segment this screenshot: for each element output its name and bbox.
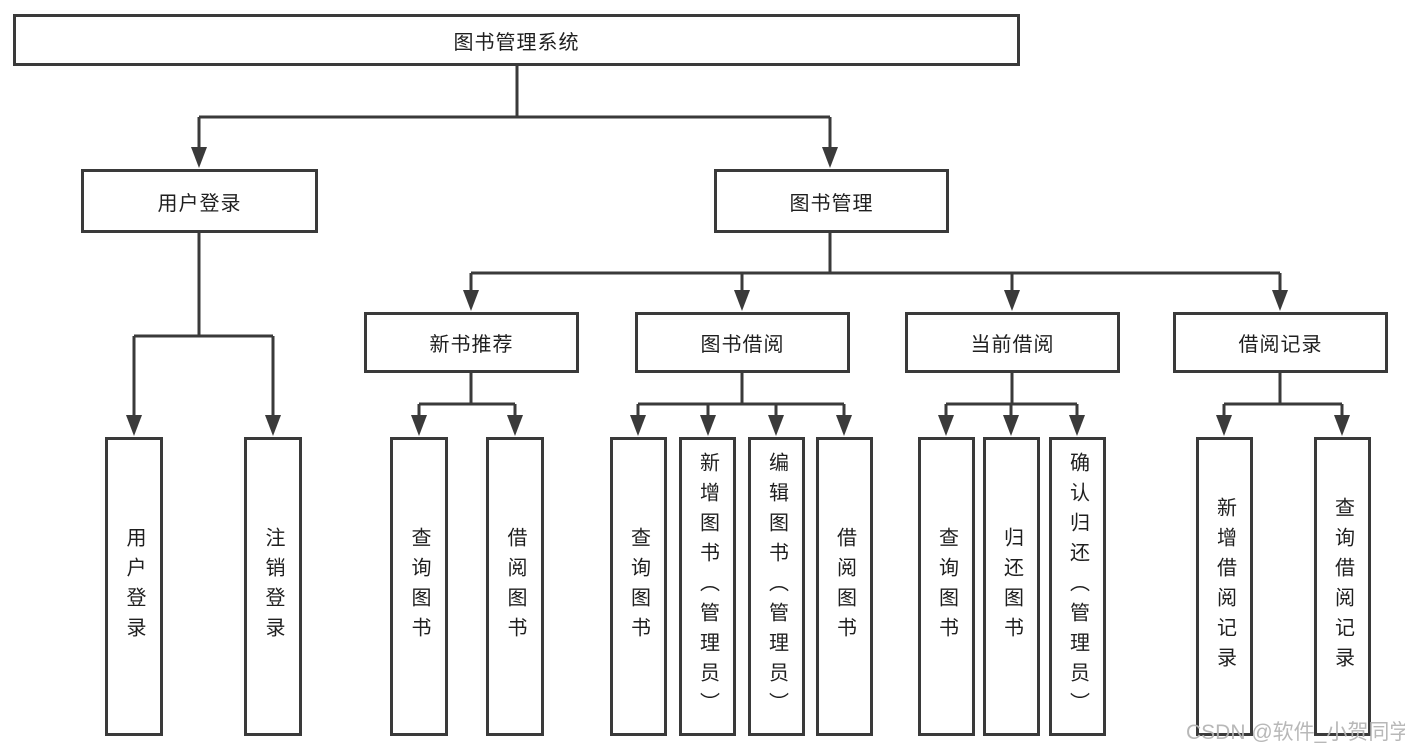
leaf-borrow-borrow-books: 借阅图书	[816, 437, 873, 736]
node-new-book-recommend: 新书推荐	[364, 312, 579, 373]
leaf-user-login-label: 用户登录	[123, 526, 145, 647]
arrowheads	[126, 147, 1350, 436]
leaf-current-confirm-return-admin: 确认归还（管理员）	[1049, 437, 1106, 736]
leaf-current-query-books-label: 查询图书	[935, 526, 958, 647]
leaf-borrow-query-books: 查询图书	[610, 437, 667, 736]
node-borrow-record: 借阅记录	[1173, 312, 1388, 373]
node-root-library-system: 图书管理系统	[13, 14, 1020, 66]
node-current-borrow: 当前借阅	[905, 312, 1120, 373]
leaf-user-login: 用户登录	[105, 437, 163, 736]
leaf-recommend-query-books-label: 查询图书	[408, 526, 430, 647]
node-current-borrow-label: 当前借阅	[970, 334, 1055, 356]
node-user-login-label: 用户登录	[157, 192, 242, 215]
leaf-recommend-query-books: 查询图书	[390, 437, 448, 736]
node-root-label: 图书管理系统	[453, 31, 580, 54]
leaf-logout-label: 注销登录	[262, 526, 284, 647]
leaf-borrow-add-books-admin-label: 新增图书（管理员）	[696, 451, 719, 722]
node-user-login: 用户登录	[81, 169, 318, 233]
leaf-current-return-books: 归还图书	[983, 437, 1040, 736]
node-borrow-record-label: 借阅记录	[1238, 334, 1323, 356]
leaf-borrow-edit-books-admin: 编辑图书（管理员）	[748, 437, 805, 736]
leaf-record-query-borrow-record-label: 查询借阅记录	[1331, 496, 1354, 677]
leaf-recommend-borrow-books-label: 借阅图书	[504, 526, 526, 647]
node-new-book-recommend-label: 新书推荐	[429, 334, 514, 356]
leaf-borrow-edit-books-admin-label: 编辑图书（管理员）	[765, 451, 788, 722]
tree-edges	[132, 66, 1344, 418]
node-book-management: 图书管理	[714, 169, 949, 233]
leaf-record-add-borrow-record: 新增借阅记录	[1196, 437, 1253, 736]
node-book-borrow-label: 图书借阅	[700, 334, 785, 356]
leaf-current-return-books-label: 归还图书	[1000, 526, 1023, 647]
leaf-logout: 注销登录	[244, 437, 302, 736]
leaf-record-query-borrow-record: 查询借阅记录	[1314, 437, 1371, 736]
leaf-current-confirm-return-admin-label: 确认归还（管理员）	[1066, 451, 1089, 722]
leaf-record-add-borrow-record-label: 新增借阅记录	[1213, 496, 1236, 677]
node-book-management-label: 图书管理	[789, 192, 874, 215]
leaf-recommend-borrow-books: 借阅图书	[486, 437, 544, 736]
leaf-borrow-borrow-books-label: 借阅图书	[833, 526, 856, 647]
csdn-watermark: CSDN @软件_小贺同学	[1186, 721, 1405, 744]
leaf-borrow-add-books-admin: 新增图书（管理员）	[679, 437, 736, 736]
leaf-borrow-query-books-label: 查询图书	[627, 526, 650, 647]
node-book-borrow: 图书借阅	[635, 312, 850, 373]
leaf-current-query-books: 查询图书	[918, 437, 975, 736]
